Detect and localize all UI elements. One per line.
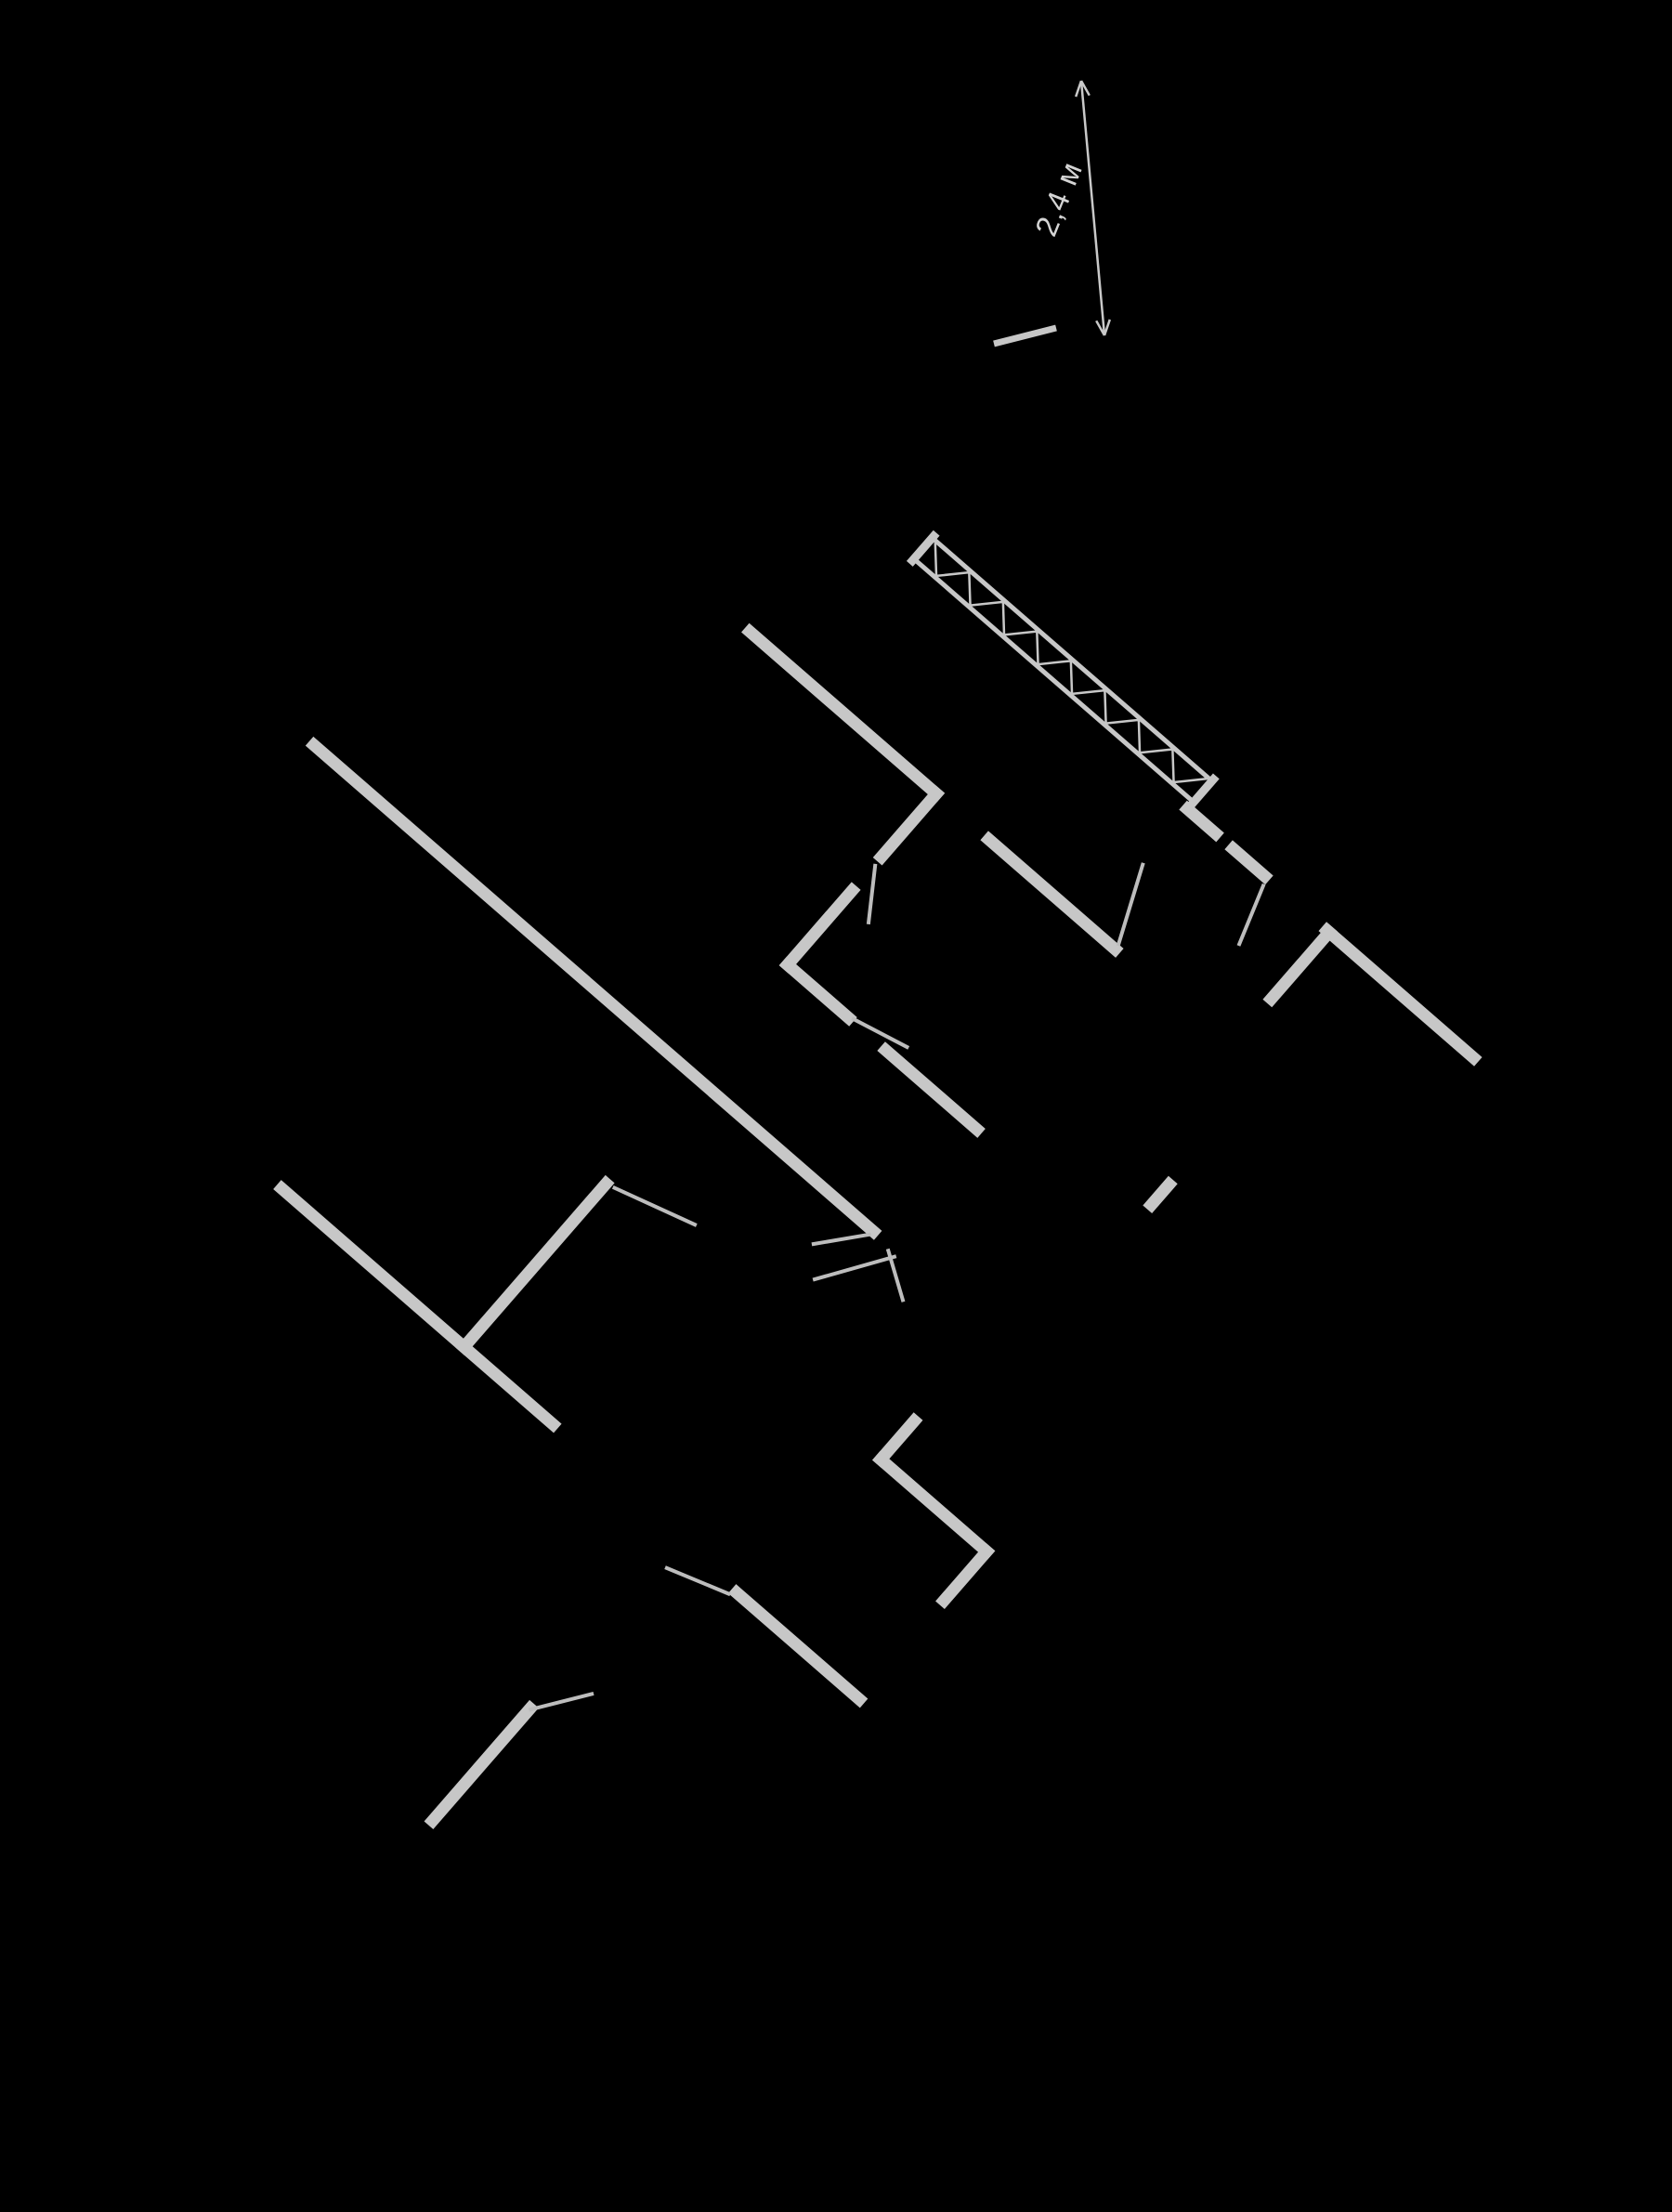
door-leaf [1116,862,1145,947]
dimension-arrowhead-end [1095,320,1106,336]
wall-upper-room-right-wall-a [872,785,946,866]
wall-far-room-leg-b [935,1542,996,1610]
dimension-arrowhead-start [1075,80,1083,98]
door-leaf [851,1016,910,1050]
wall-stub-annotation [993,324,1057,347]
stair-rail-near [912,556,1195,805]
door-leaf [611,1185,698,1227]
wall-corridor-upper-wall-b [877,1041,986,1138]
wall-far-room-wall-a [872,1450,996,1561]
dimension-arrow-line [1079,80,1106,336]
wall-right-wing-wall [1262,923,1339,1008]
wall-stair-enclosure-stub-a [1179,800,1224,843]
wall-corridor-upper-wall-a [778,956,857,1027]
door-leaf [866,863,878,925]
door-leaf [812,1254,897,1282]
wall-upper-room-right-wall-b [778,882,861,974]
stair-cap-start [906,530,940,567]
wall-wall-stub-dot [1143,1175,1178,1213]
wall-far-room-leg-a [872,1412,923,1469]
wall-far-room-wall-b [727,1584,869,1708]
door-leaf [528,1691,594,1712]
stair-rail-far [930,536,1214,783]
stair-hatch [934,543,1208,784]
wall-stair-enclosure-stub-b [1224,840,1274,885]
dimension-arrowhead-end [1103,319,1111,336]
stair-cap-end [1186,773,1220,810]
door-leaf [811,1232,871,1247]
dimension-arrowhead-start [1079,80,1091,97]
wall-upper-room-top-wall-b [980,831,1124,958]
wall-facade-wall [1318,922,1483,1067]
wall-lower-apartment-bottom-wall [273,1180,562,1433]
wall-lower-apartment-partition [455,1174,615,1356]
wall-corridor-main-wall [305,736,882,1240]
plan-group [273,530,1483,1829]
wall-lower-right-wall [424,1699,539,1829]
wall-upper-room-top-wall [741,622,946,803]
door-leaf [664,1565,731,1597]
door-leaf [1236,883,1266,947]
